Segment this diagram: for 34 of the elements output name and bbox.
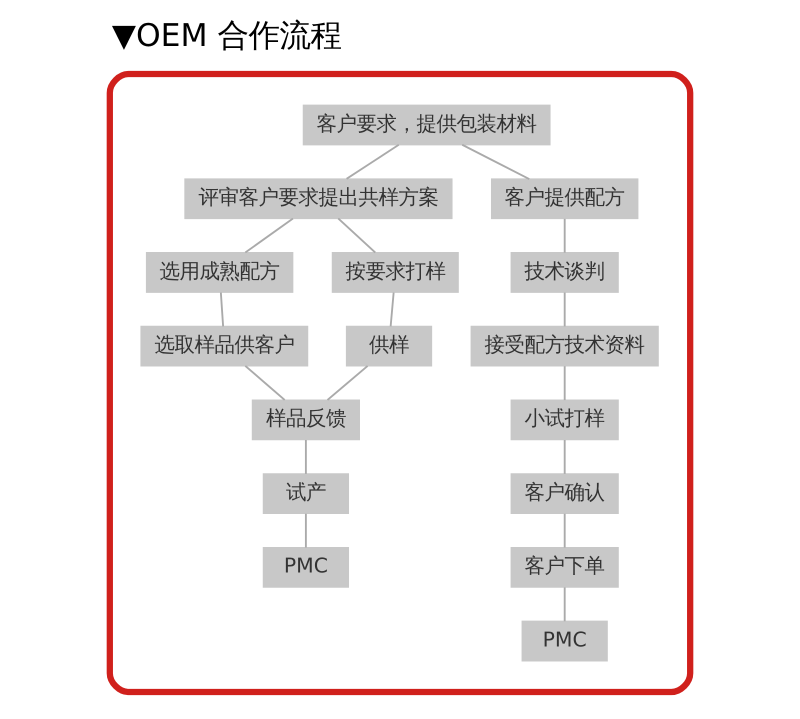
node-box: 选用成熟配方 (146, 252, 294, 293)
node-box: 客户下单 (510, 546, 619, 588)
connector (338, 218, 376, 254)
node-box: 技术谈判 (510, 252, 619, 293)
node-box: PMC (522, 620, 608, 662)
node-box: 样品反馈 (252, 400, 360, 440)
connector (390, 292, 395, 326)
node-box: PMC (262, 546, 350, 588)
node-box: 供样 (346, 326, 432, 367)
diagram-title: ▼OEM 合作流程 (112, 18, 342, 54)
node-box: 接受配方技术资料 (470, 326, 659, 367)
connector (564, 514, 566, 548)
connector (304, 514, 307, 548)
connector (564, 440, 566, 474)
connector (244, 218, 294, 254)
connector (326, 365, 368, 401)
node-box: 客户提供配方 (490, 178, 638, 220)
cluster (106, 70, 694, 696)
connector (564, 218, 566, 253)
node-box: 选取样品供客户 (140, 326, 308, 367)
node-box: 按要求打样 (332, 252, 459, 293)
node-box: 客户确认 (510, 473, 619, 514)
node-box: 试产 (262, 473, 350, 514)
connector (564, 366, 566, 400)
connector (346, 144, 400, 180)
connector (462, 144, 530, 180)
node-box: 评审客户要求提出共样方案 (184, 178, 453, 220)
node-box: 小试打样 (510, 400, 619, 440)
connector (564, 292, 566, 326)
connector (564, 587, 566, 622)
node-box: 客户要求，提供包装材料 (302, 104, 551, 146)
connector (244, 365, 286, 401)
connector (220, 292, 224, 326)
connector (304, 440, 307, 474)
